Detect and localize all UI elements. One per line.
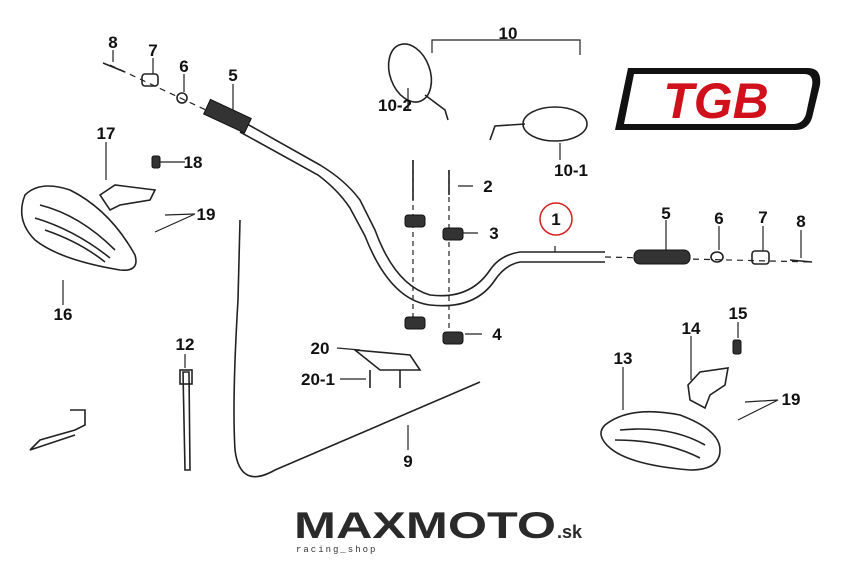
callout-15: 15 bbox=[729, 304, 748, 323]
callout-2: 2 bbox=[483, 177, 492, 196]
part-mirror-right bbox=[522, 106, 588, 142]
part-handguard-right bbox=[600, 410, 721, 471]
watermark-suffix: .sk bbox=[557, 522, 583, 542]
callout-7: 7 bbox=[148, 41, 157, 60]
watermark-name: MAXMOTO bbox=[294, 505, 556, 546]
callout-3: 3 bbox=[489, 224, 498, 243]
part-bracket bbox=[352, 348, 422, 371]
callout-10: 10 bbox=[499, 24, 518, 43]
callout-20: 20 bbox=[311, 339, 330, 358]
callout-5-right: 5 bbox=[661, 204, 670, 223]
tgb-logo-text: TGB bbox=[663, 73, 769, 129]
part-collar-right bbox=[710, 251, 724, 263]
highlight-circle bbox=[539, 202, 573, 236]
part-strap bbox=[182, 371, 191, 471]
maxmoto-watermark: MAXMOTO .sk racing_shop bbox=[294, 505, 583, 555]
callout-1: 1 bbox=[551, 210, 560, 229]
callout-9: 9 bbox=[403, 452, 412, 471]
handlebar-tube bbox=[239, 119, 605, 297]
callout-18: 18 bbox=[184, 153, 203, 172]
part-grip-left bbox=[203, 98, 252, 134]
part-collar-left bbox=[176, 92, 188, 104]
callout-19-right: 19 bbox=[782, 390, 801, 409]
callout-8-right: 8 bbox=[796, 212, 805, 231]
callout-13: 13 bbox=[614, 349, 633, 368]
callout-10-1: 10-1 bbox=[554, 161, 588, 180]
callout-12: 12 bbox=[176, 335, 195, 354]
callout-19: 19 bbox=[197, 205, 216, 224]
callout-6-right: 6 bbox=[714, 209, 723, 228]
callout-14: 14 bbox=[682, 319, 701, 338]
part-throttle-cable bbox=[233, 219, 481, 478]
watermark-tagline: racing_shop bbox=[296, 545, 377, 555]
part-grip-right bbox=[633, 249, 691, 265]
callout-7-right: 7 bbox=[758, 208, 767, 227]
callout-20-1: 20-1 bbox=[301, 370, 335, 389]
callout-6: 6 bbox=[179, 57, 188, 76]
callout-10-2: 10-2 bbox=[378, 96, 412, 115]
part-weight-left bbox=[141, 73, 159, 87]
callout-4: 4 bbox=[492, 325, 502, 344]
part-weight-right bbox=[751, 250, 770, 265]
tgb-logo: TGB bbox=[615, 68, 821, 130]
callout-16: 16 bbox=[54, 305, 73, 324]
callout-8: 8 bbox=[108, 33, 117, 52]
callout-5: 5 bbox=[228, 66, 237, 85]
part-mirror-left bbox=[387, 43, 433, 103]
callout-17: 17 bbox=[97, 124, 116, 143]
part-handguard-left bbox=[20, 185, 137, 272]
